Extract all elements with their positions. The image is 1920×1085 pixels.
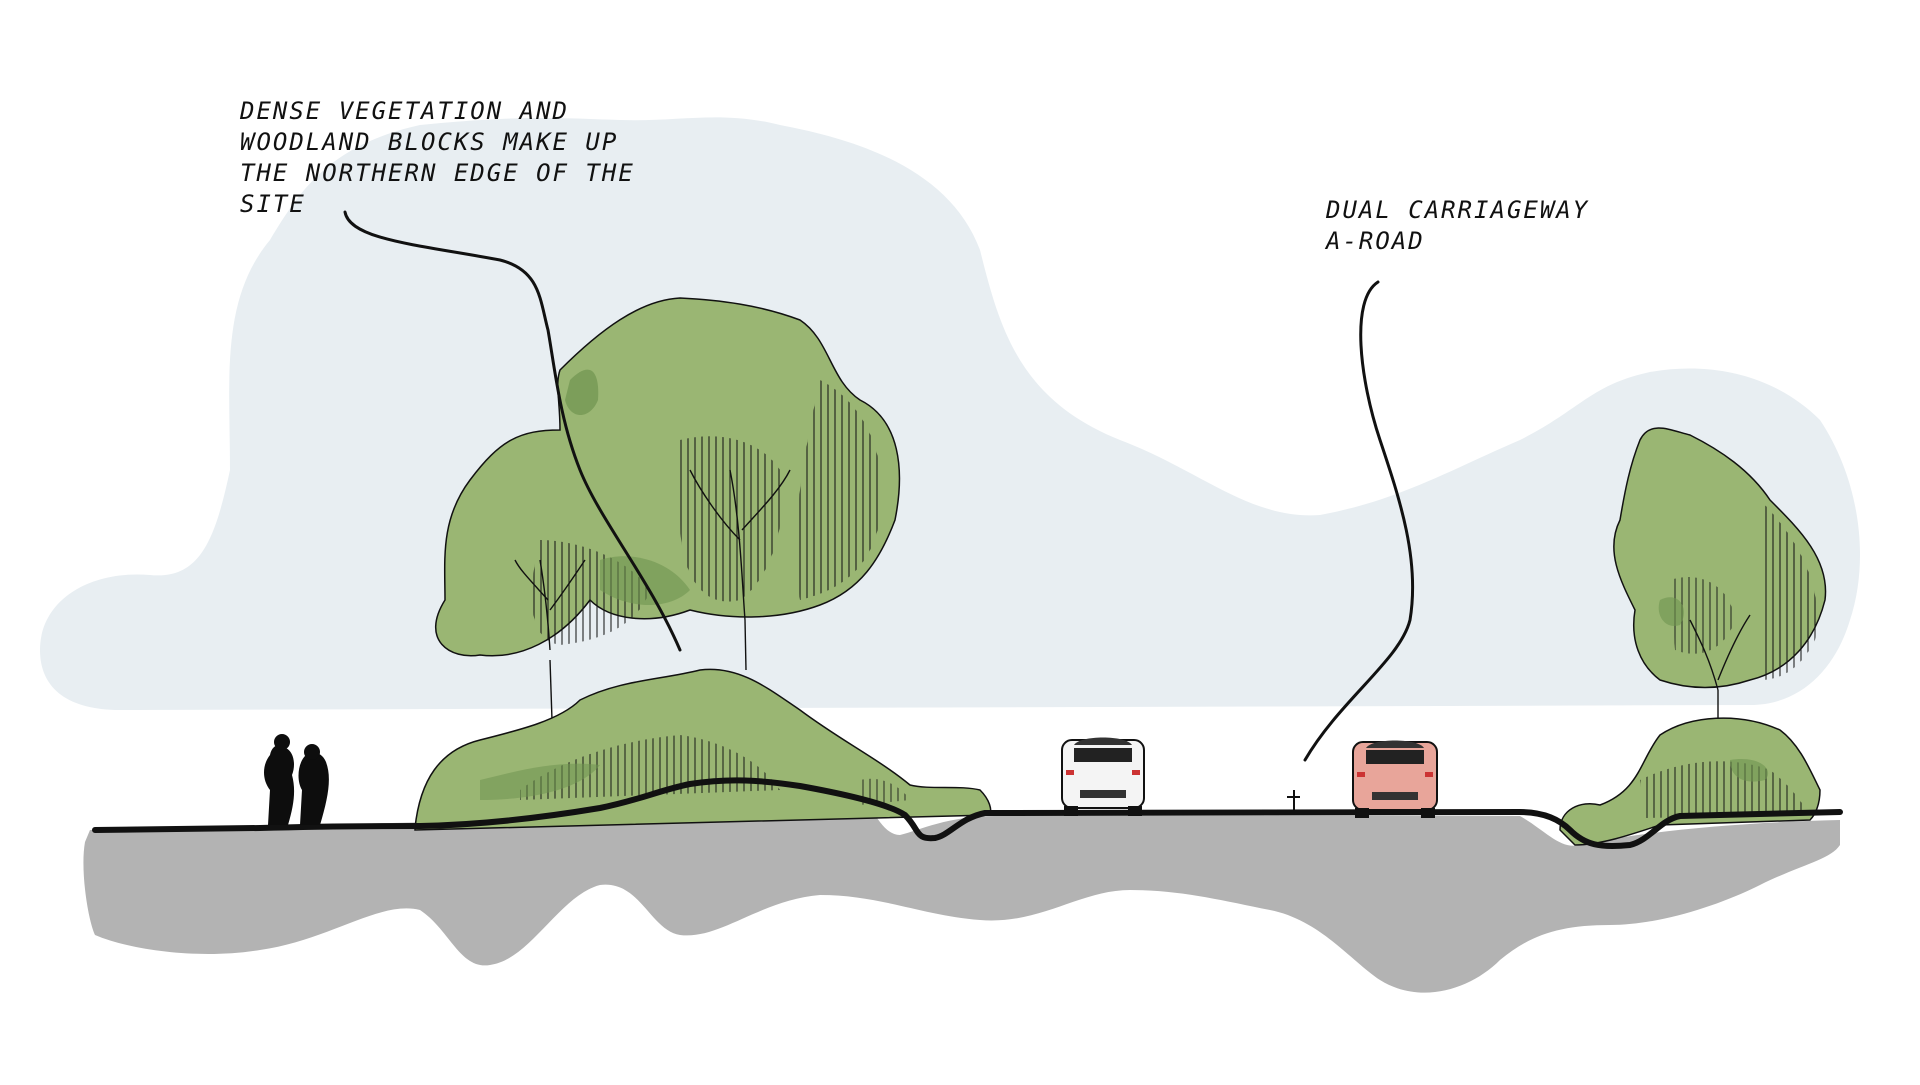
vegetation-annotation-line: the northern edge of the xyxy=(240,159,635,187)
large-tree-cluster xyxy=(434,297,901,721)
road-annotation-line: Dual carriageway xyxy=(1326,196,1590,224)
road-leader-line xyxy=(1303,280,1415,762)
road-annotation-line: A-Road xyxy=(1326,227,1425,255)
people-silhouettes xyxy=(264,734,329,825)
vegetation-annotation: Dense vegetation and woodland blocks mak… xyxy=(240,96,635,220)
ground-mass xyxy=(83,775,1841,993)
white-car xyxy=(1061,737,1145,816)
vegetation-annotation-line: woodland blocks make up xyxy=(240,128,619,156)
ground-line xyxy=(92,777,1843,850)
road-annotation: Dual carriageway A-Road xyxy=(1326,195,1589,257)
vegetation-annotation-line: Dense vegetation and xyxy=(240,97,569,125)
right-tree xyxy=(1613,427,1827,720)
signpost xyxy=(1286,790,1302,813)
vegetation-annotation-line: site xyxy=(240,190,306,218)
vegetation-leader-line xyxy=(343,210,682,652)
pink-car xyxy=(1352,740,1438,818)
